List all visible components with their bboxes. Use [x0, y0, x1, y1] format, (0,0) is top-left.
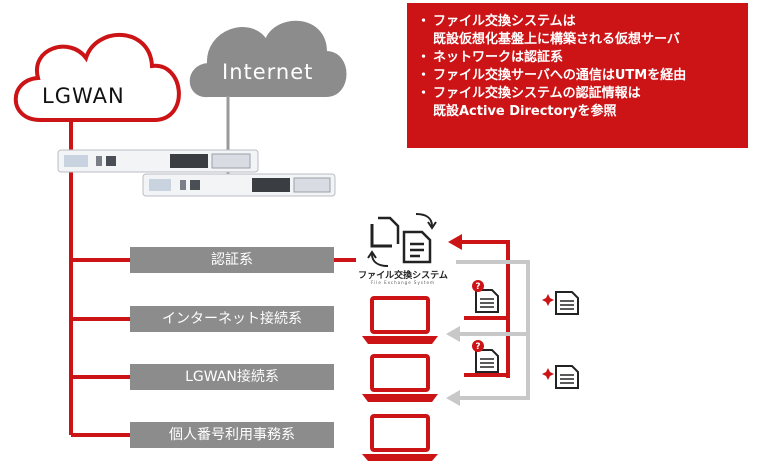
laptop-mynumber [362, 414, 438, 461]
suspicious-file-icon-1: ? [472, 280, 499, 313]
file-exchange-icon [367, 213, 437, 267]
internet-cloud-label: Internet [222, 60, 314, 84]
notes-list: ファイル交換システムは 既設仮想化基盤上に構築される仮想サーバ ネットワークは認… [407, 3, 748, 121]
gray-arrow-path [456, 260, 530, 400]
utm-appliance-2 [142, 173, 336, 197]
note-text: ファイル交換システムの認証情報は [433, 86, 641, 101]
system-auth: 認証系 [130, 247, 334, 273]
note-item: ネットワークは認証系 [417, 49, 748, 67]
file-exchange-sublabel: File Exchange System [371, 280, 435, 285]
laptop-lgwan [362, 354, 438, 402]
note-text-continued: 既設仮想化基盤上に構築される仮想サーバ [433, 32, 680, 47]
note-text-continued: 既設Active Directoryを参照 [433, 104, 617, 119]
clean-file-icon-2 [542, 365, 579, 389]
utm-appliance-1 [57, 149, 259, 173]
gray-arrowhead-1 [446, 326, 460, 342]
system-lgwan: LGWAN接続系 [130, 364, 334, 390]
internet-cloud [189, 20, 347, 98]
gray-arrowhead-2 [446, 390, 460, 406]
system-internet: インターネット接続系 [130, 306, 334, 332]
note-text: ネットワークは認証系 [433, 50, 564, 65]
file-exchange-label: ファイル交換システム [358, 271, 448, 281]
svg-text:?: ? [475, 282, 480, 292]
note-item: ファイル交換システムの認証情報は 既設Active Directoryを参照 [417, 85, 748, 121]
system-mynumber: 個人番号利用事務系 [130, 422, 334, 448]
suspicious-file-icon-2: ? [472, 340, 499, 373]
clean-file-icon-1 [542, 291, 579, 315]
svg-text:?: ? [475, 342, 480, 352]
notes-box: ファイル交換システムは 既設仮想化基盤上に構築される仮想サーバ ネットワークは認… [407, 3, 748, 148]
note-text: ファイル交換システムは [433, 14, 576, 29]
lgwan-cloud-label: LGWAN [42, 84, 125, 108]
note-item: ファイル交換システムは 既設仮想化基盤上に構築される仮想サーバ [417, 13, 748, 49]
note-item: ファイル交換サーバへの通信はUTMを経由 [417, 67, 748, 85]
laptop-internet [362, 296, 438, 344]
lgwan-cloud [13, 33, 181, 122]
red-arrowhead [448, 234, 462, 250]
note-text: ファイル交換サーバへの通信はUTMを経由 [433, 68, 687, 83]
